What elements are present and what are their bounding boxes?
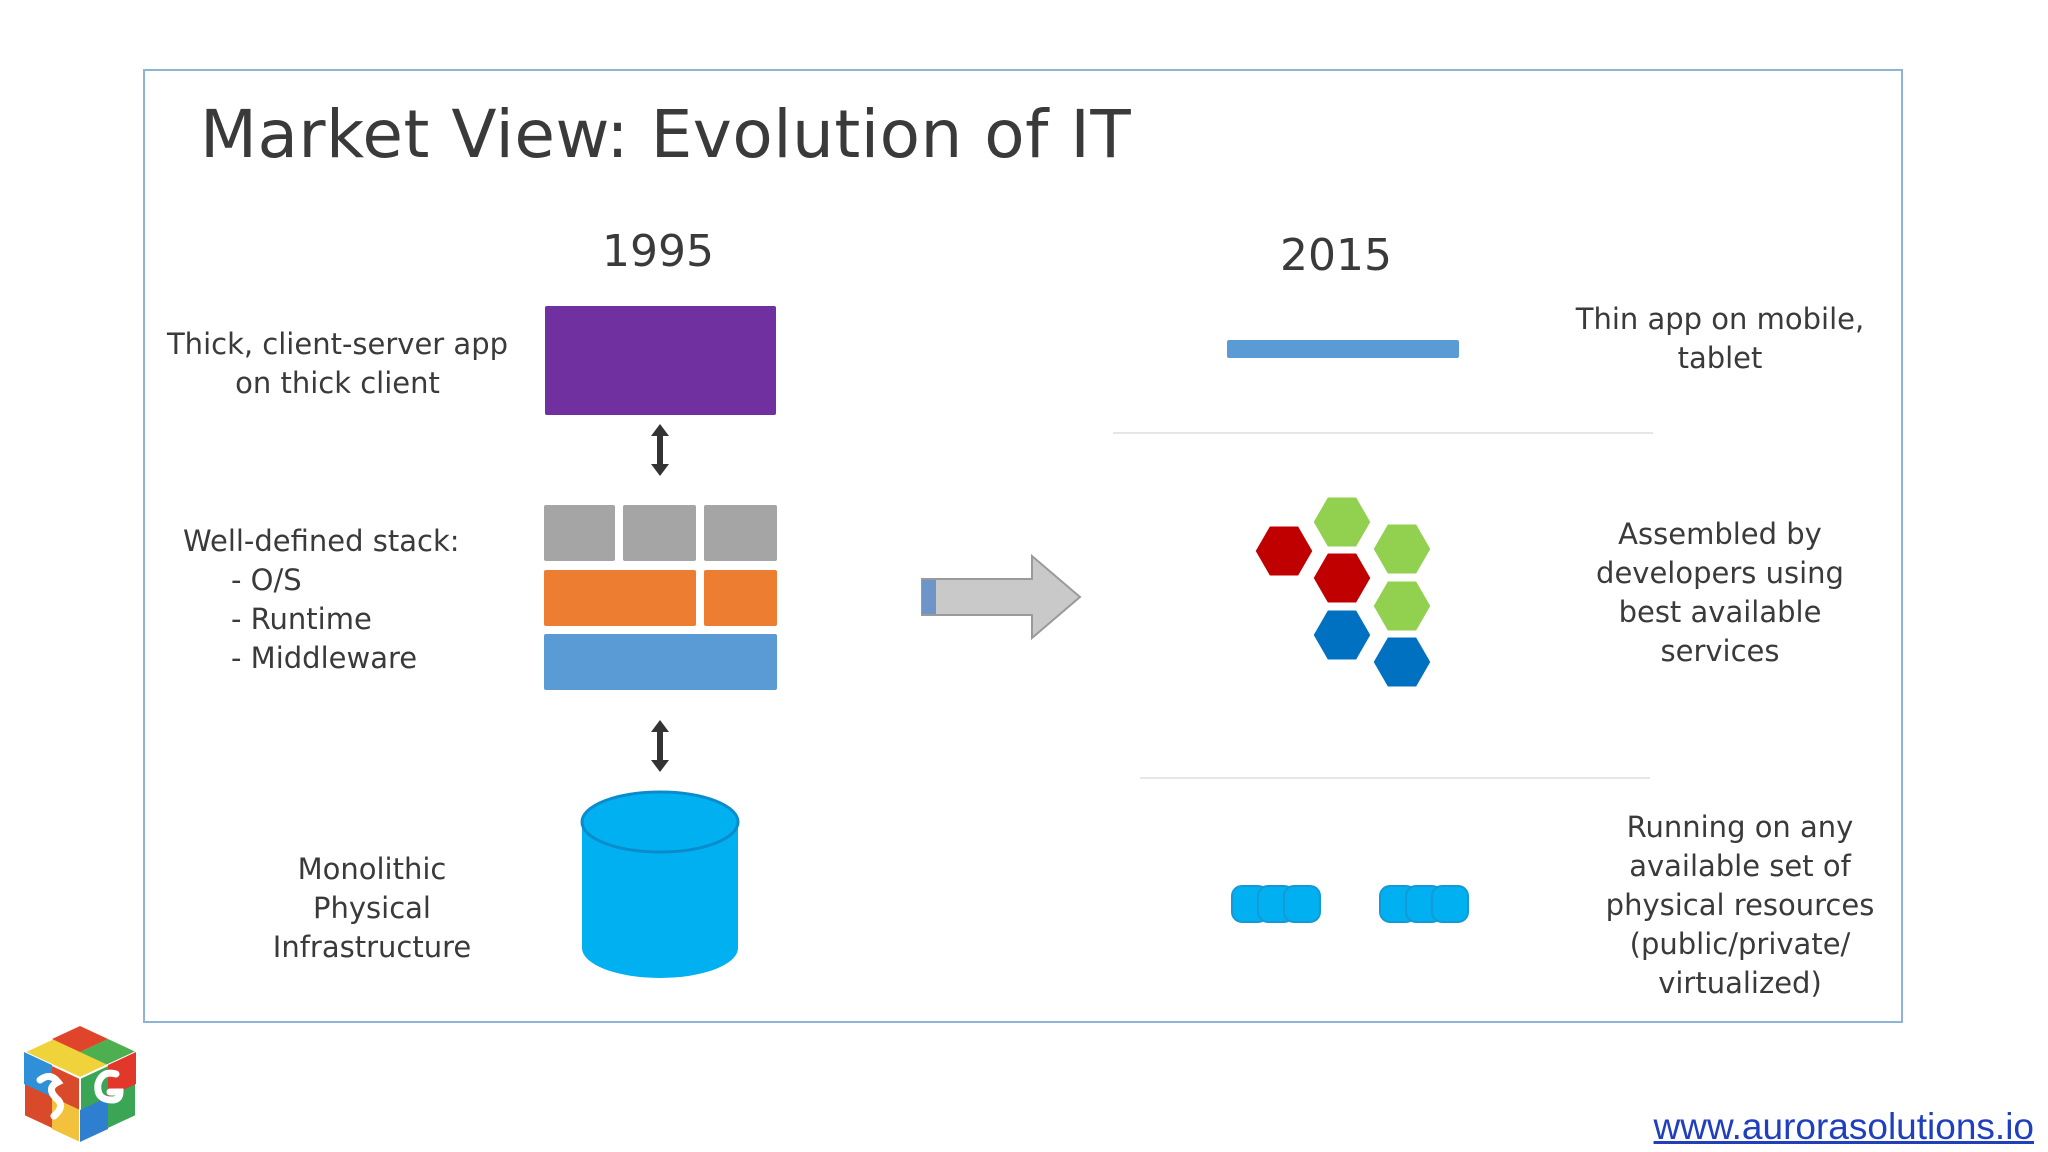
slide-title: Market View: Evolution of IT [200,96,1132,173]
double-arrow-icon-bottom [651,720,669,772]
label-well-defined-stack: Well-defined stack: - O/S - Runtime - Mi… [183,524,460,675]
thin-app-bar [1227,340,1459,358]
label-monolithic-infrastructure: Monolithic Physical Infrastructure [272,852,472,964]
slide-frame [143,69,1903,1023]
label-running-on-resources: Running on any available set of physical… [1605,810,1875,1000]
rubiks-cube-logo [21,1024,139,1144]
stack-os-block-2 [623,505,696,561]
year-2015: 2015 [1280,230,1392,281]
stack-middleware-block [544,634,777,690]
stack-os-block-3 [704,505,777,561]
right-arrow-icon [921,553,1082,641]
physical-resources-icon [1231,885,1469,923]
database-cylinder-icon [580,790,740,978]
year-1995: 1995 [602,226,714,277]
label-thin-app: Thin app on mobile, tablet [1575,302,1865,375]
label-assembled-by-developers: Assembled by developers using best avail… [1596,517,1844,668]
divider-bottom [1140,777,1650,779]
label-thick-client-app: Thick, client-server app on thick client [166,327,509,400]
divider-top [1113,432,1653,434]
service-hexagons-icon [1252,494,1434,690]
stack-os-block-1 [544,505,615,561]
footer-website-link[interactable]: www.aurorasolutions.io [1653,1106,2034,1147]
double-arrow-icon-top [651,424,669,476]
stack-runtime-block-2 [704,570,777,626]
stack-runtime-block-1 [544,570,696,626]
thick-client-app-block [545,306,776,415]
